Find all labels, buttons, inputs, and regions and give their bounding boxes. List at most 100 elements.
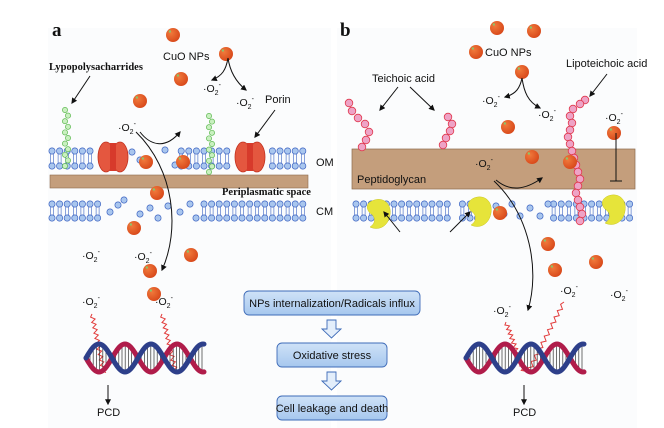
lipid-head (284, 147, 292, 155)
lipid-head (565, 200, 573, 208)
teichoic-bead (445, 126, 455, 136)
lipid-head (261, 214, 269, 222)
porin-pointer-arrow (254, 109, 276, 138)
lipid-head (299, 147, 307, 155)
porin-label: Porin (265, 94, 291, 106)
radical-outflow-arrow-b (495, 177, 543, 189)
teichoic-bead (565, 111, 575, 121)
teichoic-bead (447, 119, 457, 129)
cuo-nanoparticle (525, 150, 539, 164)
lps-bead (65, 135, 71, 141)
lipid-head (557, 200, 565, 208)
dna-helix-a (83, 341, 207, 375)
cuo-nanoparticle (548, 263, 562, 277)
lipid-head (223, 200, 231, 208)
teichoic-acid-chains (344, 95, 590, 226)
teichoic-bead (573, 181, 583, 191)
lipopolysaccharide-chains (62, 107, 215, 175)
teichoic-bead (344, 98, 354, 108)
lps-bead (209, 152, 215, 159)
periplasm-label: Periplasmatic space (222, 187, 311, 198)
teichoic-pointer-right (409, 86, 435, 111)
teichoic-bead (567, 146, 577, 156)
lipid-head (595, 214, 603, 222)
carotenoid-2 (468, 196, 492, 227)
cuo-nanoparticle (166, 28, 180, 42)
lipid-head (246, 214, 254, 222)
lipid-head (215, 214, 223, 222)
lipid-head (56, 147, 64, 155)
flowchart: NPs internalization/Radicals influx Oxid… (243, 290, 421, 421)
lipid-head (405, 200, 413, 208)
lipid-head (420, 214, 428, 222)
flow-step-3: Cell leakage and death (276, 395, 388, 421)
split-arrow-left-b (503, 77, 523, 99)
lipid-head (86, 200, 94, 208)
lipid-head (78, 162, 86, 170)
radical-influx-arrow-a (135, 131, 173, 272)
teichoic-bead (438, 140, 448, 150)
lipid-head (208, 200, 216, 208)
nanoparticles-b (469, 21, 621, 277)
panel-a: CuO NPs Lypopolysacharrides Porin OM Per… (48, 28, 334, 419)
lipid-head (443, 214, 451, 222)
cuo-nanoparticle (150, 186, 164, 200)
lps-bead (206, 157, 212, 164)
lps-bead (206, 135, 212, 142)
lipid-head (63, 200, 71, 208)
carotenoid-pointer-right (449, 211, 471, 233)
lps-bead (206, 124, 212, 131)
om-label: OM (316, 157, 334, 169)
lps-label: Lypopolysacharrides (49, 62, 143, 73)
radical-outflow-arrow-a (139, 131, 181, 145)
lipid-head (200, 162, 208, 170)
lipid-head (390, 214, 398, 222)
teichoic-bead (575, 202, 585, 212)
lipid-head (291, 147, 299, 155)
lipid-head (71, 214, 79, 222)
cuo-nanoparticle (143, 264, 157, 278)
carotenoid-1 (367, 199, 391, 229)
lipid-head (428, 214, 436, 222)
lipid-head (185, 147, 193, 155)
lipid-head (86, 162, 94, 170)
lipid-head (352, 200, 360, 208)
porin-left (97, 141, 129, 173)
teichoic-bead (577, 209, 587, 219)
lipid-head (588, 214, 596, 222)
lipid-head (223, 147, 231, 155)
lps-bead (206, 146, 212, 153)
flow-step-1: NPs internalization/Radicals influx (243, 290, 421, 316)
lipid-head (192, 147, 200, 155)
porin-right (234, 141, 266, 173)
lipid-head (48, 214, 56, 222)
lipid-head (291, 214, 299, 222)
lipid-head (398, 214, 406, 222)
cuo-nanoparticle (469, 45, 483, 59)
cuo-nanoparticle (541, 237, 555, 251)
lipid-head (192, 162, 200, 170)
lipid-head (78, 214, 86, 222)
panel-label-b: b (340, 20, 351, 41)
lipid-head (284, 200, 292, 208)
lipid-head (443, 200, 451, 208)
teichoic-bead (441, 133, 451, 143)
teichoic-bead (364, 127, 374, 137)
lps-bead (65, 157, 71, 164)
flow-step-2: Oxidative stress (276, 342, 388, 368)
cuo-nanoparticle (147, 287, 161, 301)
lipid-head (458, 200, 466, 208)
lipid-head (413, 214, 421, 222)
cuo-nanoparticle (127, 221, 141, 235)
teichoic-bead (575, 216, 585, 226)
split-arrow-left-a (210, 57, 229, 82)
lipid-head (78, 147, 86, 155)
lipid-head (86, 147, 94, 155)
inhibition-line (610, 133, 622, 182)
cuo-nanoparticle (501, 120, 515, 134)
lipid-head (268, 162, 276, 170)
cuo-nps-label-b: CuO NPs (485, 47, 532, 59)
lps-bead (62, 129, 68, 136)
lipid-head (261, 200, 269, 208)
cuo-nanoparticle (493, 206, 507, 220)
